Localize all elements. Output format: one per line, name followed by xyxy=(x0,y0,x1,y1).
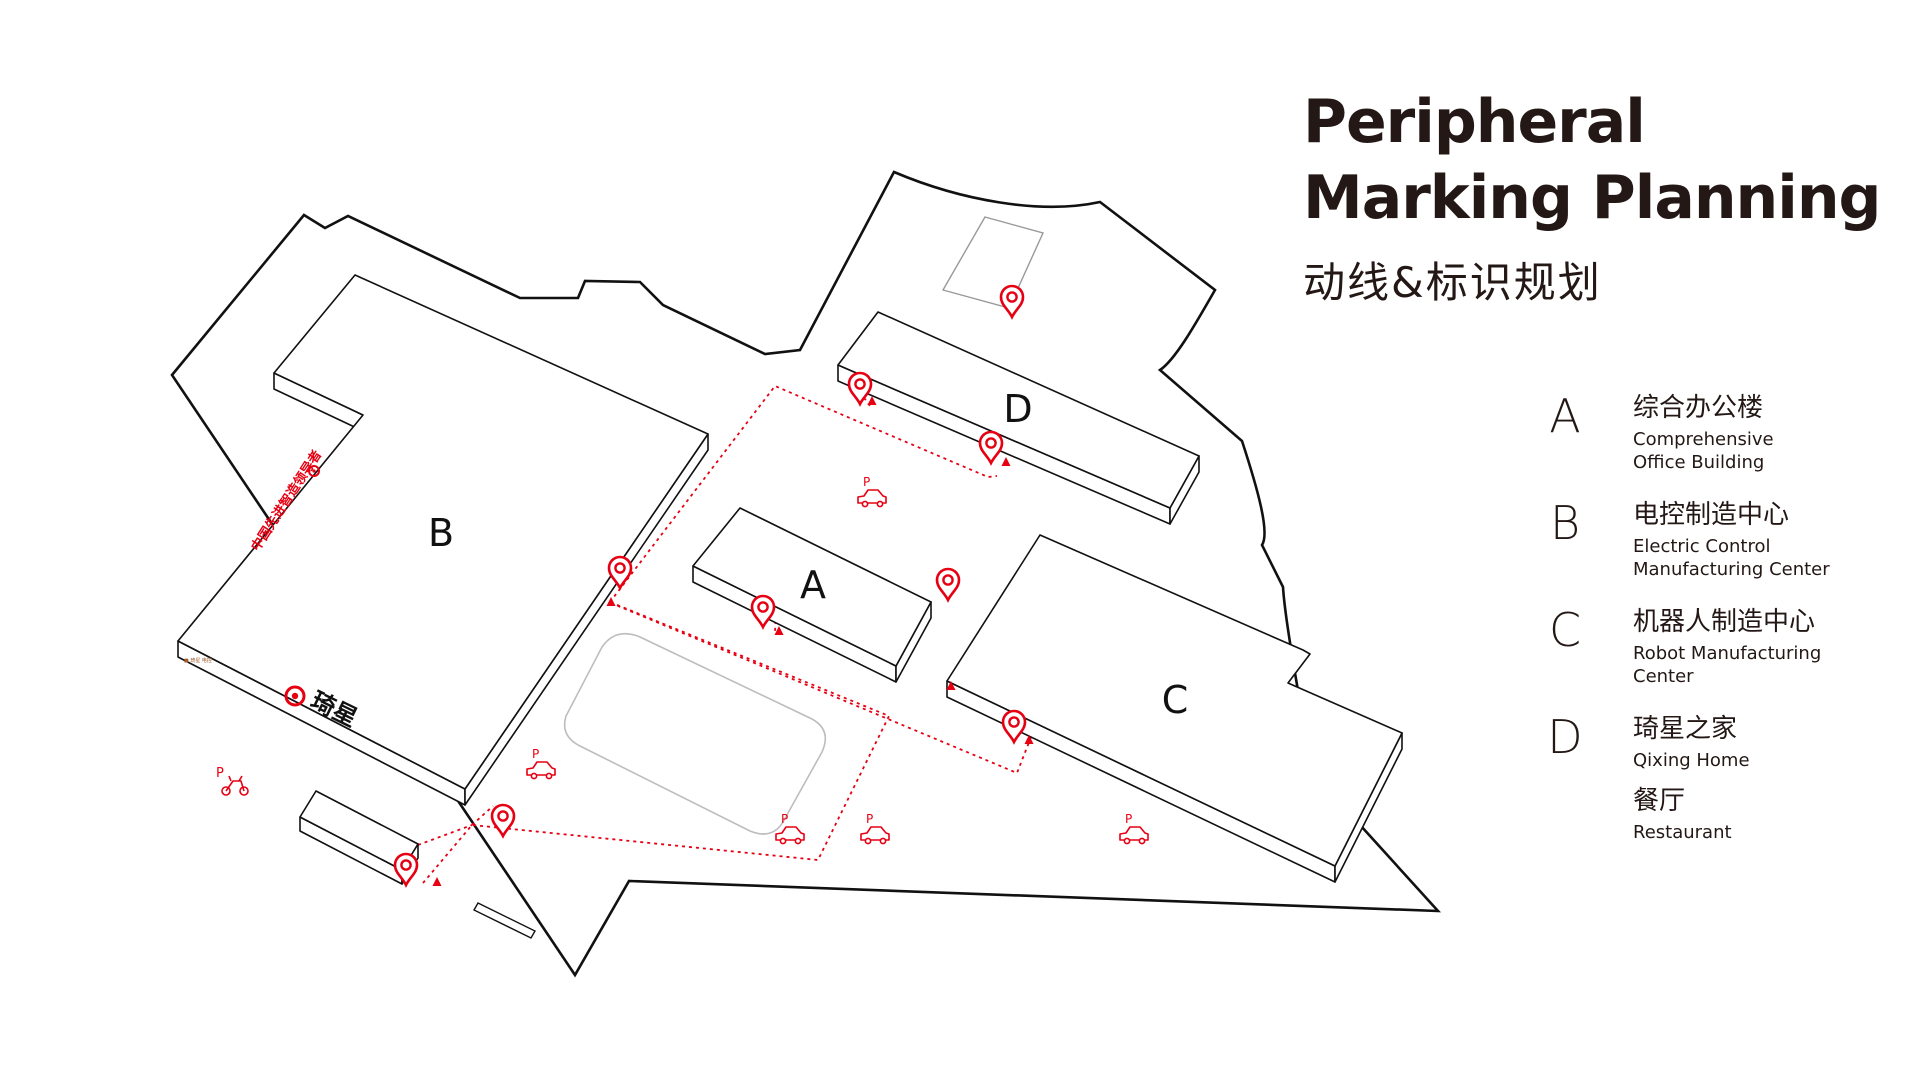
building-label-b: B xyxy=(428,511,454,555)
building-b-corner-sign: ■ 琦星 电控 xyxy=(184,657,212,664)
svg-text:■ 琦星 电控: ■ 琦星 电控 xyxy=(184,657,212,664)
legend-name-zh-c: 机器人制造中心 xyxy=(1633,607,1816,637)
legend-name-en-a-line2: Office Building xyxy=(1633,452,1765,473)
svg-text:P: P xyxy=(216,766,224,781)
location-pin-icon[interactable] xyxy=(1001,709,1027,744)
building-label-d: D xyxy=(1003,387,1032,431)
legend-name-zh-b: 电控制造中心 xyxy=(1633,500,1790,530)
car-parking-icon xyxy=(526,746,556,780)
building-label-c: C xyxy=(1162,678,1189,722)
location-pin-icon[interactable] xyxy=(490,803,516,838)
entrance-arrow-icon xyxy=(606,597,616,606)
legend-letter-b: B xyxy=(1549,496,1581,550)
legend-name-zh-d: 琦星之家 xyxy=(1633,714,1738,744)
legend-name-en-d-line1: Qixing Home xyxy=(1633,750,1750,771)
building-a xyxy=(692,507,932,683)
legend-letter-a: A xyxy=(1549,389,1581,443)
legend-name-en-b-line2: Manufacturing Center xyxy=(1633,559,1830,580)
car-parking-icon xyxy=(857,474,887,508)
building-b xyxy=(177,274,709,806)
building-d xyxy=(837,311,1200,525)
legend-name-en-c-line1: Robot Manufacturing xyxy=(1633,643,1822,664)
bike-parking-icon: P xyxy=(216,766,249,796)
location-pin-icon[interactable] xyxy=(750,594,776,629)
car-parking-icon xyxy=(775,811,805,845)
brand-logo-icon xyxy=(308,465,320,477)
legend-name-en-a-line1: Comprehensive xyxy=(1633,429,1774,450)
subtitle-zh: 动线&标识规划 xyxy=(1303,258,1602,307)
parking-lot-outline xyxy=(941,216,1044,309)
gate-barrier xyxy=(473,902,536,939)
legend-letter-c: C xyxy=(1548,603,1582,657)
location-pin-icon[interactable] xyxy=(847,371,873,406)
brand-logo-icon xyxy=(284,685,306,707)
legend-name-zh-a: 综合办公楼 xyxy=(1633,393,1764,423)
legend-letter-d: D xyxy=(1547,710,1583,764)
car-parking-icon xyxy=(1119,811,1149,845)
legend-name-zh-restaurant: 餐厅 xyxy=(1633,786,1686,816)
driving-track xyxy=(563,632,827,835)
location-pin-icon[interactable] xyxy=(999,284,1025,319)
location-pin-icon[interactable] xyxy=(978,430,1004,465)
legend-name-en-restaurant: Restaurant xyxy=(1633,822,1732,843)
title-line-2: Marking Planning xyxy=(1303,163,1881,233)
legend-name-en-b-line1: Electric Control xyxy=(1633,536,1771,557)
location-pin-icon[interactable] xyxy=(935,567,961,602)
entrance-arrow-icon xyxy=(1001,457,1011,466)
building-c xyxy=(946,534,1403,883)
title-line-1: Peripheral xyxy=(1303,87,1646,157)
entrance-arrow-icon xyxy=(432,877,442,886)
legend-name-en-c-line2: Center xyxy=(1633,666,1694,687)
car-parking-icon xyxy=(860,811,890,845)
building-label-a: A xyxy=(800,563,826,607)
